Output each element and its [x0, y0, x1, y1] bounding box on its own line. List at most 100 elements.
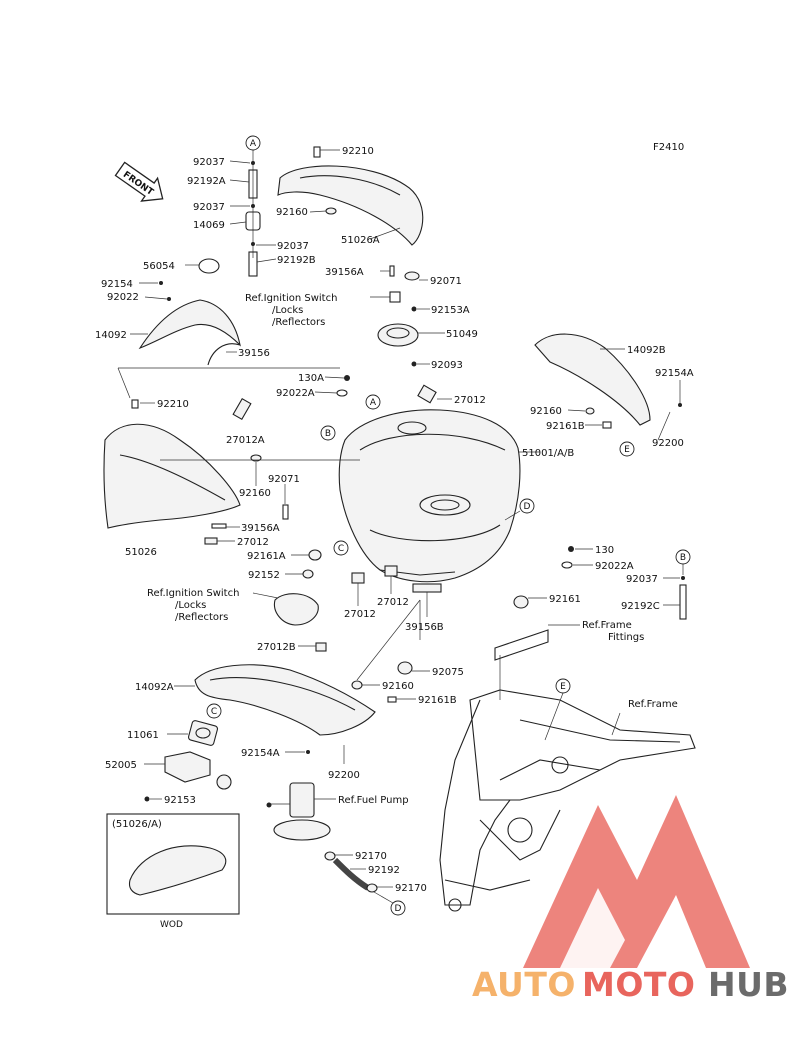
inset-caption: WOD: [160, 920, 183, 930]
callout-d-tank: [519, 498, 535, 514]
label-plate-27012a: [232, 397, 252, 421]
label-14092: 14092: [95, 330, 127, 341]
frame-bracket: [494, 629, 549, 661]
seal-39156a-mid: [211, 523, 227, 529]
logo-mark-inner: [560, 888, 625, 968]
label-39156a-top: 39156A: [325, 267, 364, 278]
label-11061: 11061: [127, 730, 159, 741]
label-39156b: 39156B: [405, 622, 444, 633]
label-51026: 51026: [125, 547, 157, 558]
fuel-tank-51001: [338, 409, 521, 583]
label-92200-right: 92200: [652, 438, 684, 449]
label-27012b: 27012B: [257, 642, 296, 653]
label-92022a-right: 92022A: [595, 561, 634, 572]
label-39156: 39156: [238, 348, 270, 359]
callout-b-tank-label: B: [325, 429, 331, 439]
reflector: [216, 774, 232, 790]
callout-c-low-label: C: [211, 707, 217, 717]
grommet-92071-top: [404, 271, 420, 281]
watermark-moto: MOTO: [582, 965, 695, 1004]
label-92161: 92161: [549, 594, 581, 605]
clamp-92170-b: [366, 883, 378, 893]
label-27012a: 27012A: [226, 435, 265, 446]
label-27012-top: 27012: [454, 395, 486, 406]
label-51001: 51001/A/B: [522, 448, 574, 459]
ignition-switch: [273, 593, 319, 626]
callout-e-right: [619, 441, 635, 457]
hose-92192a: [248, 169, 258, 199]
label-51026a: 51026A: [341, 235, 380, 246]
callout-d-low: [390, 900, 406, 916]
label-92161b-low: 92161B: [418, 695, 457, 706]
ref-ignition-mid-2: /Locks: [175, 600, 206, 611]
fuel-pump: [289, 782, 315, 818]
callout-a-tank-label: A: [370, 398, 377, 408]
label-130: 130: [595, 545, 614, 556]
cover-51026a: [277, 165, 424, 246]
label-plate-27012-c2: [384, 565, 398, 577]
label-92154: 92154: [101, 279, 133, 290]
grommet-92160-mid: [250, 454, 262, 462]
valve-14069: [245, 211, 261, 231]
label-92192c: 92192C: [621, 601, 660, 612]
label-92170-a: 92170: [355, 851, 387, 862]
label-92210-top: 92210: [342, 146, 374, 157]
label-92022: 92022: [107, 292, 139, 303]
ref-ignition-mid-1: Ref.Ignition Switch: [147, 588, 239, 599]
front-arrow: FRONT: [114, 161, 164, 202]
label-92071-top: 92071: [430, 276, 462, 287]
label-plate-27012-top: [417, 384, 437, 404]
label-14069: 14069: [193, 220, 225, 231]
gasket-11061: [187, 720, 219, 746]
figure-code: F2410: [653, 142, 684, 153]
hose-92192b: [248, 251, 258, 277]
grommet-92160-low: [351, 680, 363, 690]
inset-cover: [128, 845, 227, 896]
label-92153a: 92153A: [431, 305, 470, 316]
callout-c-tank-label: C: [338, 544, 344, 554]
callout-e-frame-label: E: [560, 682, 566, 692]
label-130a: 130A: [298, 373, 324, 384]
callout-b-right-label: B: [680, 553, 686, 563]
watermark-auto: AUTO: [472, 965, 576, 1004]
label-92037-a: 92037: [193, 157, 225, 168]
label-14092a: 14092A: [135, 682, 174, 693]
label-92153: 92153: [164, 795, 196, 806]
front-arrow-label: FRONT: [121, 170, 156, 198]
label-51049: 51049: [446, 329, 478, 340]
damper-92075: [397, 661, 413, 675]
ref-ignition-top-3: /Reflectors: [272, 317, 325, 328]
label-14092b: 14092B: [627, 345, 666, 356]
label-27012-c1: 27012: [344, 609, 376, 620]
label-92192a: 92192A: [187, 176, 226, 187]
panel-14092: [138, 299, 241, 350]
seal-39156a-top: [389, 265, 395, 277]
cover-51026: [103, 423, 241, 529]
callout-e-right-label: E: [624, 445, 630, 455]
label-92160-right: 92160: [530, 406, 562, 417]
label-92161b-right: 92161B: [546, 421, 585, 432]
callout-a-top-label: A: [250, 139, 257, 149]
clip-92210-left: [131, 399, 139, 409]
seal-39156b: [412, 583, 442, 593]
callout-d-low-label: D: [395, 904, 402, 914]
callout-c-low: [206, 703, 222, 719]
seal-39156: [207, 343, 241, 366]
damper-92161: [513, 595, 529, 609]
label-92152: 92152: [248, 570, 280, 581]
cap-51049: [377, 323, 419, 347]
hose-92192c: [679, 584, 687, 620]
clip-92210-top: [313, 146, 321, 158]
label-92154a-low: 92154A: [241, 748, 280, 759]
label-92170-b: 92170: [395, 883, 427, 894]
ref-ignition-mid-3: /Reflectors: [175, 612, 228, 623]
inset-title: (51026/A): [112, 819, 162, 830]
label-plate-27012b: [315, 642, 327, 652]
panel-14092a: [194, 664, 376, 736]
callout-a-tank: [365, 394, 381, 410]
plate-52005: [164, 751, 211, 783]
label-52005: 52005: [105, 760, 137, 771]
label-92160-top: 92160: [276, 207, 308, 218]
label-56054: 56054: [143, 261, 175, 272]
